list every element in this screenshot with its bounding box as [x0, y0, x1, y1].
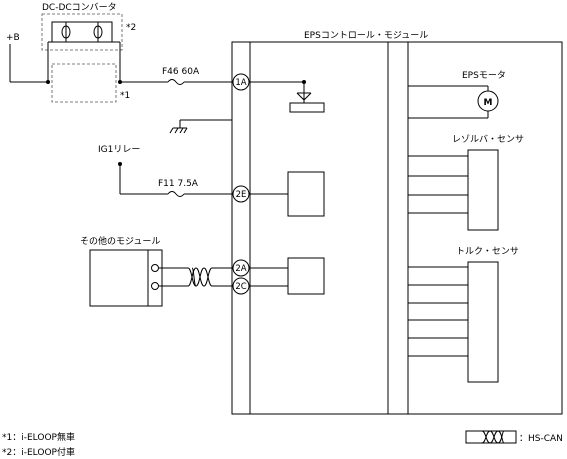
dcdc-converter-fuses	[51, 21, 113, 43]
dcdc-fuse-left	[61, 25, 71, 39]
resolver-sensor	[467, 149, 499, 231]
b-plus-wire	[9, 44, 50, 84]
note-2: *2：i-ELOOP付車	[2, 446, 75, 458]
pin-2c	[232, 277, 250, 295]
resolver-wires	[408, 155, 468, 214]
eps-control-module	[231, 41, 563, 415]
pin-2c-label: 2C	[235, 282, 246, 292]
power-circuit-block	[287, 171, 325, 217]
eps-motor	[477, 90, 499, 112]
hs-can-twisted-pair	[159, 267, 232, 287]
pin-1a-label: 1A	[235, 78, 246, 88]
other-module	[89, 249, 163, 307]
motor-symbol: M	[484, 98, 493, 108]
pin-2e	[232, 185, 250, 203]
pin-2e-label: 2E	[236, 190, 247, 200]
ig1-relay-label: IG1リレー	[98, 145, 140, 155]
note-1: *1：i-ELOOP無車	[2, 431, 75, 443]
dcdc-bypass-wires	[47, 41, 121, 82]
torque-wires	[408, 266, 468, 357]
other-module-can-h	[151, 264, 159, 272]
pin-2a-label: 2A	[235, 264, 246, 274]
internal-diode	[250, 80, 325, 113]
torque-sensor	[467, 261, 499, 383]
can-transceiver-block	[287, 257, 325, 295]
eps-motor-label: EPSモータ	[462, 70, 506, 81]
hs-can-legend-label: ：HS-CAN	[519, 434, 563, 444]
dcdc-converter-label: DC-DCコンバータ	[42, 2, 117, 13]
fuse-f11-wire	[118, 162, 232, 197]
star1-label: *1	[120, 91, 130, 101]
other-module-can-l	[151, 282, 159, 290]
no-converter-box	[51, 63, 117, 103]
other-module-label: その他のモジュール	[80, 235, 160, 247]
ground-symbol	[169, 119, 232, 134]
dcdc-fuse-right	[93, 25, 103, 39]
torque-sensor-label: トルク・センサ	[456, 246, 519, 257]
dcdc-converter-box	[41, 13, 123, 51]
eps-module-label: EPSコントロール・モジュール	[304, 31, 428, 41]
star2-label: *2	[126, 23, 136, 33]
fuse-f46-wire	[120, 79, 232, 85]
eps-motor-wires	[408, 85, 489, 119]
b-plus-label: +B	[6, 33, 20, 43]
hs-can-legend-symbol	[465, 430, 517, 444]
resolver-sensor-label: レゾルバ・センサ	[452, 134, 524, 145]
pin-2a	[232, 259, 250, 277]
fuse-f46-label: F46 60A	[162, 67, 200, 77]
pin-1a	[232, 73, 250, 91]
fuse-f11-label: F11 7.5A	[158, 179, 199, 189]
